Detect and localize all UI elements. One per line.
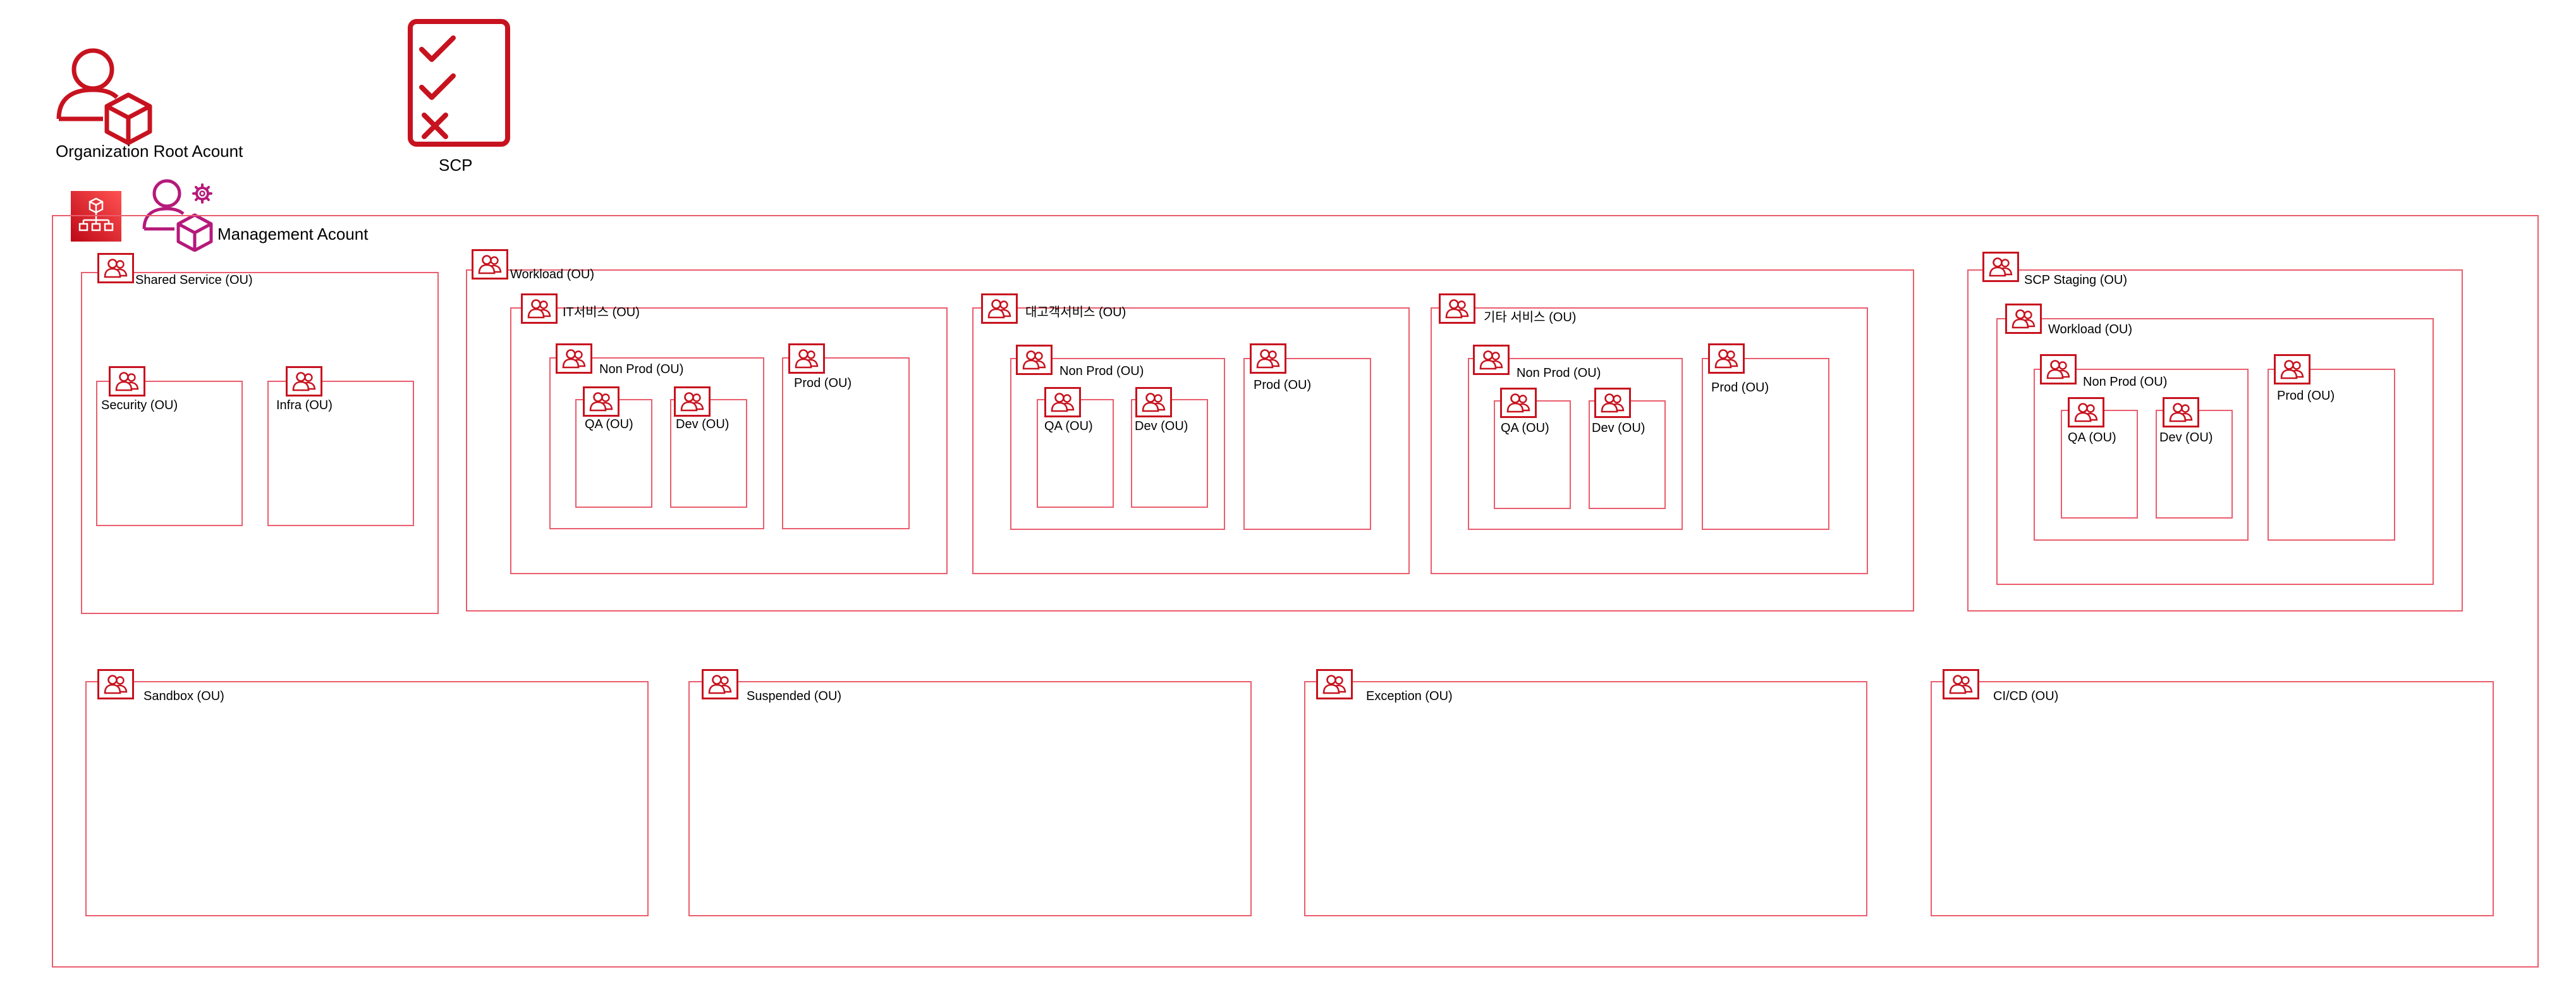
- ou-workload-label: Workload (OU): [510, 267, 594, 281]
- ou-other-nonprod-label: Non Prod (OU): [1517, 366, 1601, 380]
- ou-group-icon: [1594, 388, 1631, 418]
- ou-suspended: [688, 681, 1252, 916]
- ou-group-icon: [1708, 343, 1745, 374]
- ou-group-icon: [2068, 397, 2104, 427]
- org-root-account-icon: [56, 48, 152, 145]
- ou-cicd: [1931, 681, 2494, 916]
- organizations-icon: [71, 191, 121, 242]
- ou-cs-dev-label: Dev (OU): [1135, 419, 1188, 433]
- ou-group-icon: [1439, 293, 1475, 324]
- ou-group-icon: [472, 249, 508, 280]
- ou-it-prod: [782, 357, 910, 529]
- ou-group-icon: [1982, 252, 2019, 282]
- ou-other-prod-label: Prod (OU): [1711, 381, 1769, 395]
- ou-staging-dev-label: Dev (OU): [2159, 431, 2213, 445]
- ou-it-nonprod-label: Non Prod (OU): [599, 362, 684, 376]
- ou-group-icon: [2040, 354, 2077, 384]
- ou-group-icon: [1943, 669, 1979, 699]
- ou-sandbox-label: Sandbox (OU): [143, 689, 224, 703]
- management-account-container: [52, 215, 2539, 968]
- ou-group-icon: [788, 343, 825, 374]
- ou-other-dev-label: Dev (OU): [1592, 421, 1645, 435]
- ou-group-icon: [2005, 304, 2042, 334]
- ou-group-icon: [521, 293, 558, 324]
- ou-other-service-label: 기타 서비스 (OU): [1484, 310, 1577, 324]
- ou-it-prod-label: Prod (OU): [794, 376, 852, 390]
- ou-group-icon: [1316, 669, 1353, 699]
- management-account-icon: [142, 179, 213, 252]
- ou-group-icon: [109, 366, 145, 397]
- ou-security: [96, 381, 243, 526]
- checklist-icon: [408, 19, 510, 147]
- ou-it-nonprod: [549, 357, 764, 529]
- ou-other-service: [1431, 307, 1868, 574]
- ou-it-service-label: IT서비스 (OU): [563, 305, 640, 319]
- ou-customer-service: [972, 307, 1410, 574]
- ou-cs-prod-label: Prod (OU): [1254, 378, 1312, 392]
- ou-infra-label: Infra (OU): [276, 398, 333, 412]
- ou-exception-label: Exception (OU): [1366, 689, 1453, 703]
- ou-group-icon: [1135, 387, 1172, 417]
- ou-group-icon: [1250, 343, 1286, 374]
- ou-group-icon: [1500, 388, 1537, 418]
- ou-exception: [1304, 681, 1867, 916]
- ou-suspended-label: Suspended (OU): [747, 689, 842, 703]
- ou-staging-prod: [2268, 369, 2395, 541]
- scp-label: SCP: [439, 156, 473, 175]
- ou-staging-workload-label: Workload (OU): [2048, 323, 2132, 336]
- ou-staging-prod-label: Prod (OU): [2277, 389, 2335, 403]
- ou-other-prod: [1702, 358, 1829, 530]
- ou-cs-qa-label: QA (OU): [1044, 419, 1093, 433]
- ou-group-icon: [702, 669, 738, 699]
- ou-cicd-label: CI/CD (OU): [1993, 689, 2059, 703]
- ou-staging-qa-label: QA (OU): [2068, 431, 2116, 445]
- ou-security-label: Security (OU): [101, 398, 178, 412]
- ou-infra: [267, 381, 414, 526]
- ou-group-icon: [97, 253, 134, 283]
- ou-group-icon: [286, 366, 322, 397]
- management-account-label: Management Acount: [217, 224, 369, 243]
- ou-scp-staging: [1967, 269, 2463, 612]
- ou-cs-nonprod-label: Non Prod (OU): [1059, 364, 1144, 378]
- ou-sandbox: [85, 681, 649, 916]
- ou-group-icon: [2274, 354, 2310, 384]
- ou-group-icon: [97, 669, 134, 699]
- ou-group-icon: [583, 386, 620, 417]
- ou-cs-prod: [1243, 358, 1371, 530]
- ou-group-icon: [674, 386, 711, 417]
- ou-scp-staging-label: SCP Staging (OU): [2024, 273, 2128, 287]
- ou-other-nonprod: [1468, 358, 1683, 530]
- ou-cs-nonprod: [1010, 358, 1225, 530]
- ou-it-qa-label: QA (OU): [585, 417, 633, 431]
- ou-staging-nonprod: [2034, 369, 2249, 541]
- ou-group-icon: [2163, 397, 2199, 427]
- ou-workload: [466, 269, 1914, 612]
- ou-group-icon: [1044, 387, 1081, 417]
- ou-it-dev-label: Dev (OU): [676, 417, 729, 431]
- ou-shared-service-label: Shared Service (OU): [135, 273, 253, 287]
- ou-staging-workload: [1996, 318, 2434, 585]
- ou-other-qa-label: QA (OU): [1501, 421, 1549, 435]
- ou-shared-service: [81, 272, 439, 614]
- ou-staging-nonprod-label: Non Prod (OU): [2083, 375, 2168, 389]
- ou-group-icon: [1473, 345, 1510, 375]
- ou-customer-service-label: 대고객서비스 (OU): [1025, 305, 1126, 319]
- ou-it-service: [510, 307, 948, 574]
- ou-group-icon: [556, 343, 592, 374]
- ou-group-icon: [1016, 345, 1053, 375]
- org-root-label: Organization Root Acount: [56, 142, 243, 161]
- ou-group-icon: [981, 293, 1018, 324]
